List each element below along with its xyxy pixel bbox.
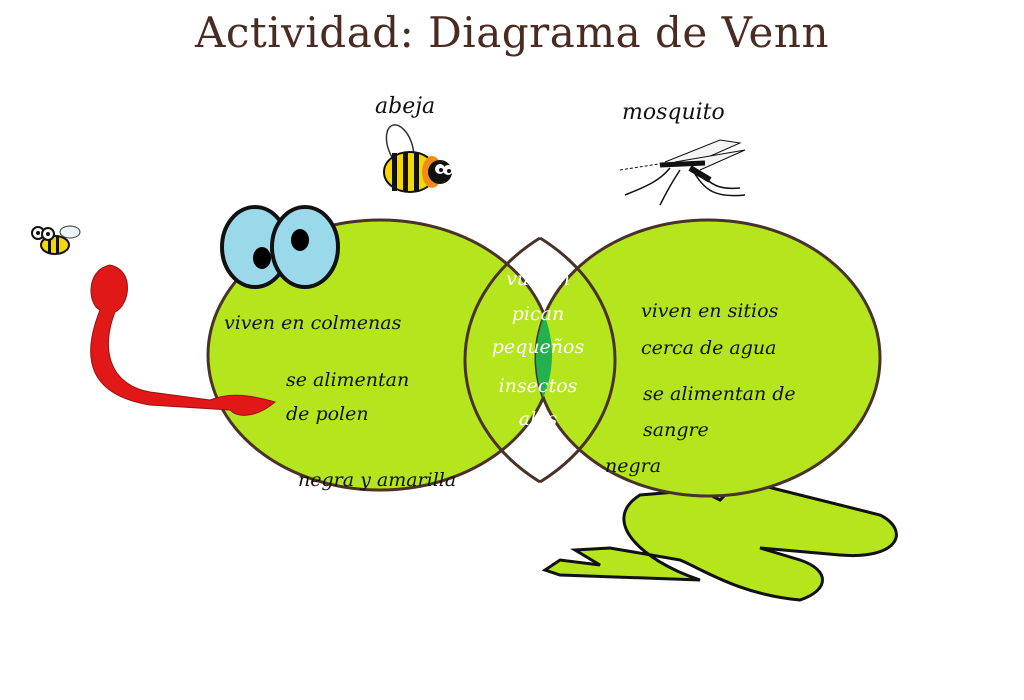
abeja-item: viven en colmenas [224, 312, 402, 334]
abeja-item: negra y amarilla [298, 469, 457, 491]
mosquito-item: negra [605, 455, 662, 477]
mosquito-item: cerca de agua [641, 337, 777, 359]
intersection-item: insectos [498, 375, 578, 397]
mosquito-item: sangre [643, 419, 709, 441]
abeja-label: abeja [375, 94, 436, 119]
small-bee-icon [31, 225, 81, 255]
intersection-item: alas [518, 408, 558, 430]
abeja-item: de polen [286, 403, 369, 425]
frog-eyes [220, 205, 340, 289]
intersection-item: pican [511, 303, 565, 325]
abeja-item: se alimentan [286, 369, 410, 391]
page-title: Actividad: Diagrama de Venn [194, 8, 830, 57]
mosquito-item: se alimentan de [643, 383, 796, 405]
intersection-item: vuelan [506, 268, 570, 290]
frog-legs [541, 478, 898, 602]
mosquito-item: viven en sitios [641, 300, 779, 322]
frog-tongue [90, 264, 277, 416]
mosquito-label: mosquito [622, 100, 725, 125]
mosquito-icon [619, 139, 746, 206]
intersection-item: pequeños [491, 336, 585, 358]
bee-icon [383, 124, 453, 193]
